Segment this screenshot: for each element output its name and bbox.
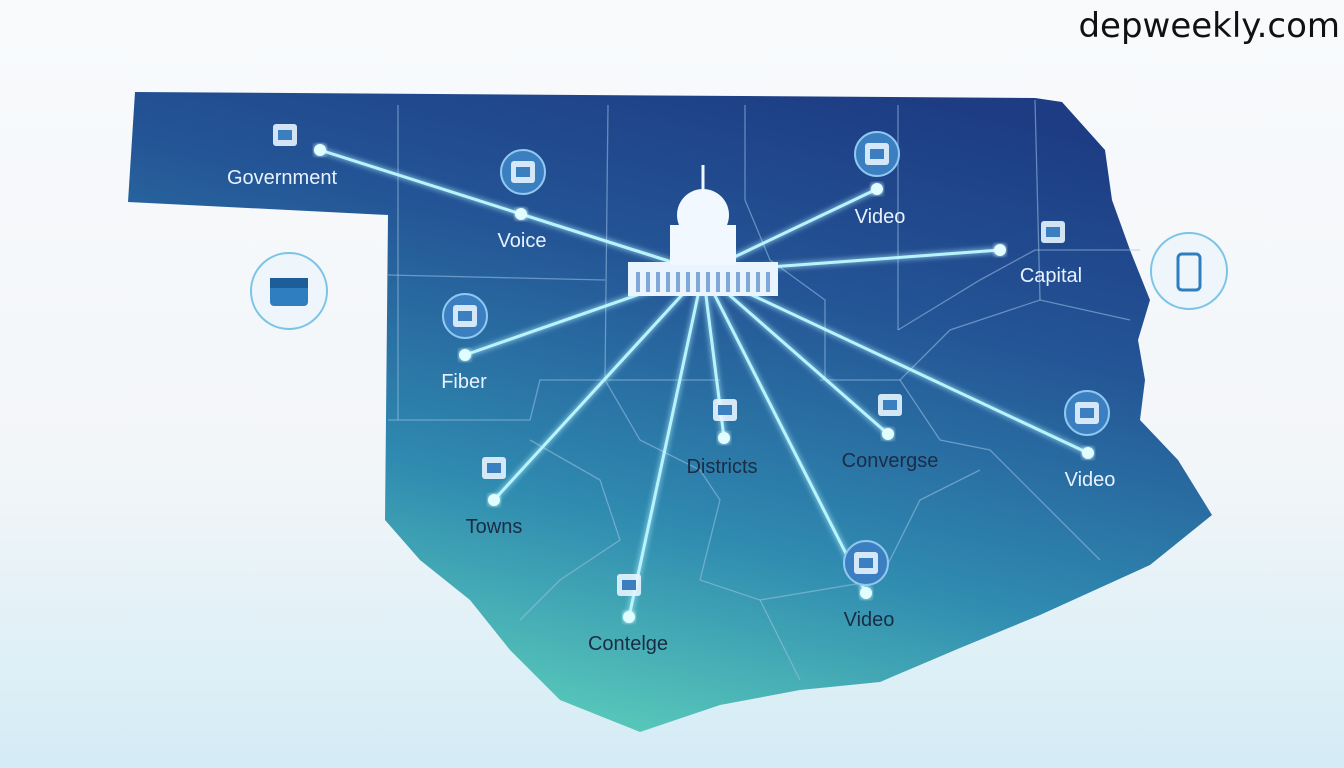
network-links	[319, 148, 1089, 618]
node-dot	[718, 432, 730, 444]
node-dot	[994, 244, 1006, 256]
fiber-icon	[453, 305, 477, 327]
network-link	[492, 270, 705, 502]
network-icon	[1075, 402, 1099, 424]
network-link	[702, 270, 1089, 455]
monitor-icon	[713, 399, 737, 421]
map-node[interactable]: Voice	[498, 149, 547, 252]
capitol-building-icon[interactable]	[628, 165, 778, 296]
node-dot	[314, 144, 326, 156]
gear-pin-icon	[617, 574, 641, 596]
node-label: Districts	[686, 456, 757, 478]
map-node[interactable]: Capital	[994, 221, 1082, 287]
node-label: Capital	[1020, 265, 1082, 287]
network-link	[627, 271, 705, 618]
map-node[interactable]: Video	[854, 131, 906, 228]
video-icon	[865, 143, 889, 165]
mobile-phone-icon	[1150, 232, 1228, 310]
node-dot	[623, 611, 635, 623]
envelope-icon	[878, 394, 902, 416]
node-dot	[459, 349, 471, 361]
capital-building-icon	[1041, 221, 1065, 243]
node-label: Video	[855, 206, 906, 228]
node-label: Voice	[498, 230, 547, 252]
node-dot	[515, 208, 527, 220]
layers-box-icon	[250, 252, 328, 330]
node-label: Fiber	[441, 371, 487, 393]
voice-icon	[511, 161, 535, 183]
node-label: Video	[1065, 469, 1116, 491]
node-label: Video	[844, 609, 895, 631]
state-outline	[128, 92, 1212, 732]
node-label: Towns	[466, 516, 523, 538]
watermark: depweekly.com	[1078, 6, 1340, 46]
map-node[interactable]: Fiber	[441, 293, 488, 393]
node-dot	[882, 428, 894, 440]
node-label: Government	[227, 167, 337, 189]
node-dot	[1082, 447, 1094, 459]
wifi-icon	[854, 552, 878, 574]
map-node[interactable]: Districts	[686, 399, 758, 478]
government-building-icon	[273, 124, 297, 146]
node-dot	[860, 587, 872, 599]
node-label: Contelge	[588, 633, 668, 655]
map-node[interactable]: Video	[1064, 390, 1116, 491]
map-node[interactable]: Convergse	[842, 394, 939, 472]
map-node[interactable]: Towns	[466, 457, 523, 538]
node-dot	[488, 494, 500, 506]
map-node[interactable]: Video	[843, 540, 895, 631]
node-dot	[871, 183, 883, 195]
office-building-icon	[482, 457, 506, 479]
node-label: Convergse	[842, 450, 939, 472]
network-link	[702, 270, 889, 436]
network-link	[701, 271, 868, 594]
map-node[interactable]: Government	[227, 124, 337, 189]
map-node[interactable]: Contelge	[588, 574, 668, 655]
